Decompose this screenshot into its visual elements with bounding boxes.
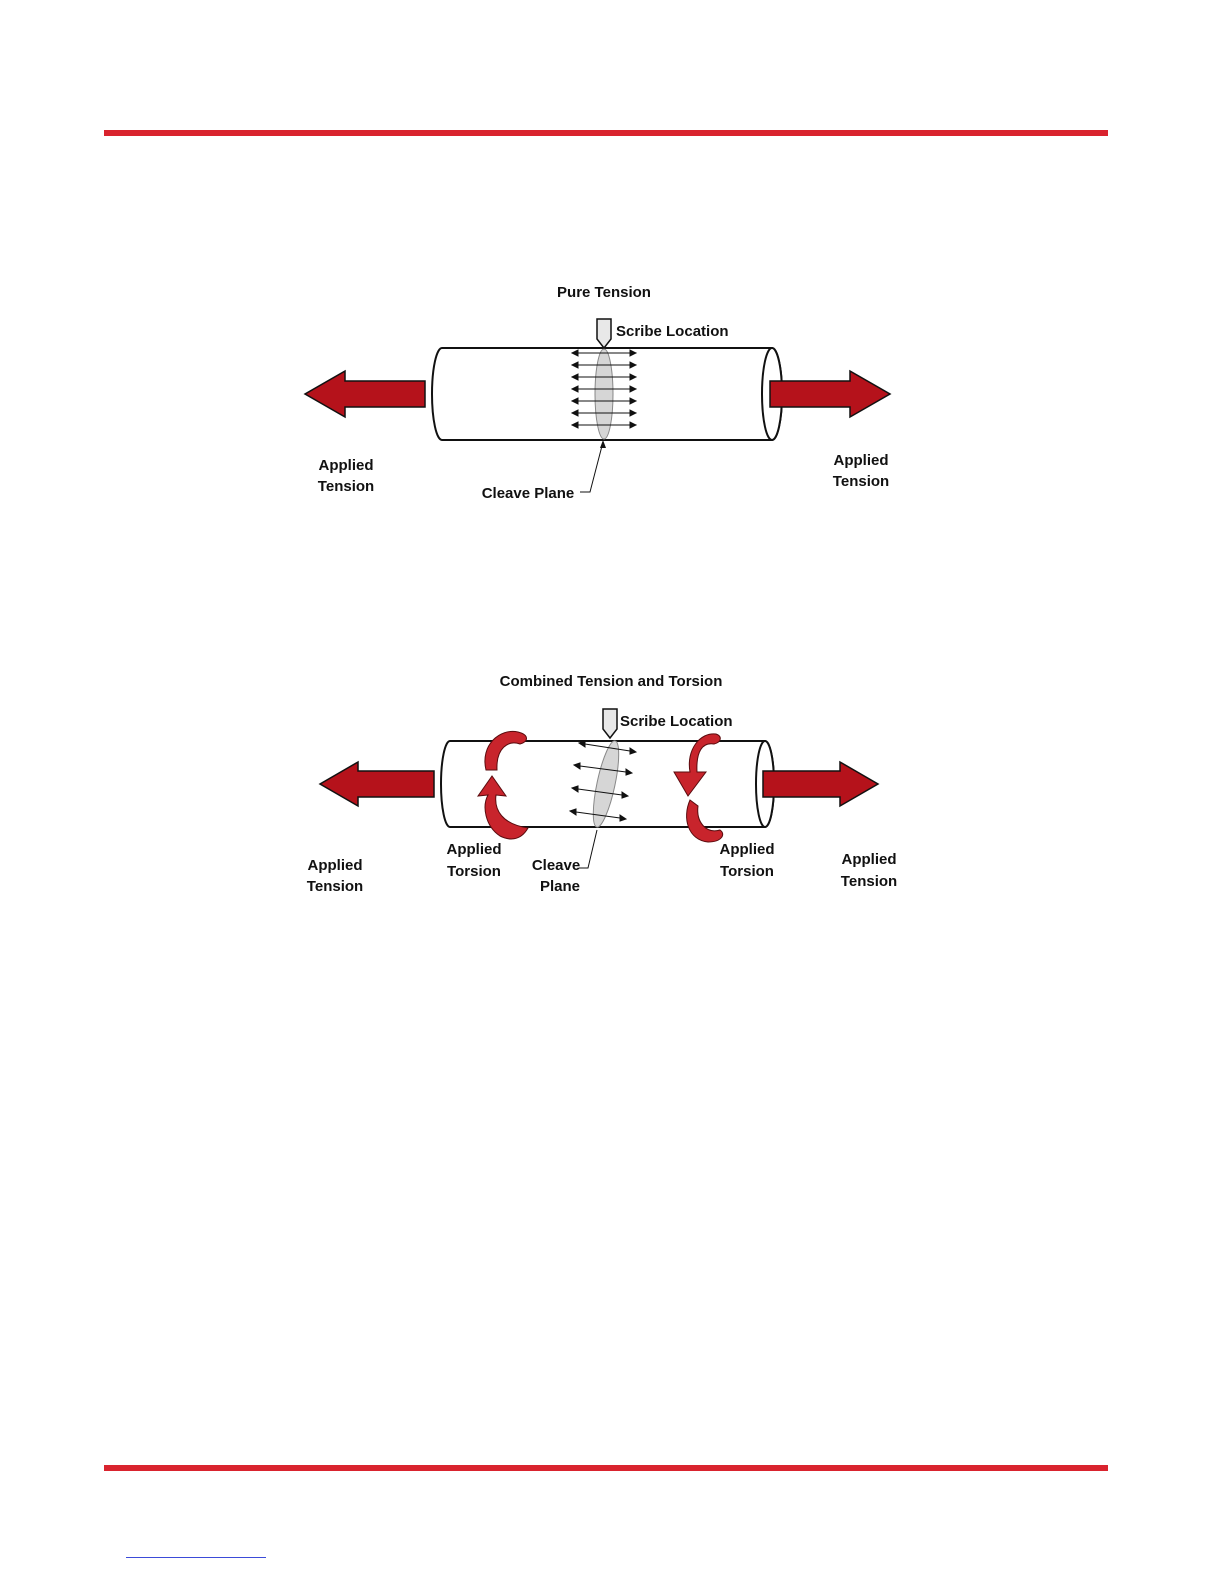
pure-tension-diagram: Pure Tension Scribe Location Applied Ten… <box>0 270 1224 510</box>
left-tension-label-line1: Applied <box>308 857 363 874</box>
right-tension-label-line1: Applied <box>834 452 889 469</box>
cleave-leader-line <box>579 830 597 868</box>
scribe-marker-icon <box>603 709 617 738</box>
right-tension-arrow-icon <box>763 762 878 806</box>
cleave-plane-label-line2: Plane <box>540 878 580 895</box>
footer-link-underline[interactable] <box>126 1557 266 1558</box>
header-rule <box>104 130 1108 136</box>
left-tension-arrow-icon <box>320 762 434 806</box>
cleave-leader-arrowhead <box>600 440 606 448</box>
left-torsion-label-line1: Applied <box>447 841 502 858</box>
left-tension-arrow-icon <box>305 371 425 417</box>
cleave-leader-line <box>580 442 603 492</box>
footer-rule <box>104 1465 1108 1471</box>
cleave-plane-label-line1: Cleave <box>532 857 580 874</box>
pure-tension-figure: Pure Tension Scribe Location Applied Ten… <box>0 270 1224 510</box>
right-tension-label-line2: Tension <box>833 473 889 490</box>
right-tension-label-line2: Tension <box>841 873 897 890</box>
tension-torsion-diagram: Combined Tension and Torsion Scribe Loc <box>0 660 1224 910</box>
right-torsion-label-line2: Torsion <box>720 863 774 880</box>
scribe-marker-icon <box>597 319 611 348</box>
right-tension-arrow-icon <box>770 371 890 417</box>
diagram-title: Pure Tension <box>557 284 651 301</box>
right-torsion-label-line1: Applied <box>720 841 775 858</box>
left-tension-label-line1: Applied <box>319 457 374 474</box>
tension-torsion-figure: Combined Tension and Torsion Scribe Loc <box>0 660 1224 910</box>
left-tension-label-line2: Tension <box>318 478 374 495</box>
left-torsion-label-line2: Torsion <box>447 863 501 880</box>
scribe-location-label: Scribe Location <box>620 713 733 730</box>
cleave-plane-label: Cleave Plane <box>482 485 575 502</box>
scribe-location-label: Scribe Location <box>616 323 729 340</box>
left-tension-label-line2: Tension <box>307 878 363 895</box>
right-tension-label-line1: Applied <box>842 851 897 868</box>
diagram-title: Combined Tension and Torsion <box>500 673 723 690</box>
